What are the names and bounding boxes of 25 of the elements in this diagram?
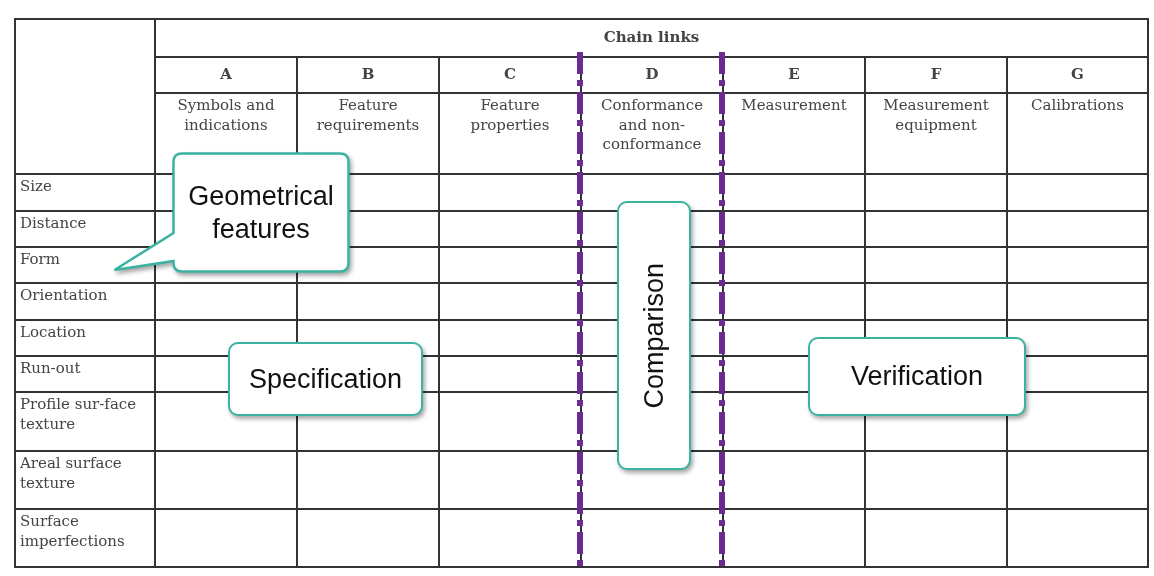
- column-heading: Measurement: [723, 93, 865, 174]
- column-heading: Calibrations: [1007, 93, 1148, 174]
- callout-text: Specification: [248, 362, 403, 396]
- row-heading: Size: [15, 174, 155, 211]
- callout-text: Comparison: [637, 262, 670, 409]
- row-heading: Run-out: [15, 356, 155, 392]
- callout-box: [228, 342, 423, 416]
- row-heading: Profile sur-face texture: [15, 392, 155, 451]
- column-letter: A: [155, 57, 297, 93]
- callout-text: Geometrical features: [187, 180, 335, 245]
- callout-box: [808, 337, 1026, 416]
- speech-bubble: [113, 152, 350, 273]
- table-group-heading: Chain links: [155, 19, 1148, 57]
- row-heading: Areal surface texture: [15, 451, 155, 509]
- column-letter: G: [1007, 57, 1148, 93]
- callout-text: Verification: [850, 360, 984, 393]
- column-heading: Measurement equipment: [865, 93, 1007, 174]
- column-letter: E: [723, 57, 865, 93]
- column-letter: F: [865, 57, 1007, 93]
- row-heading: Surface imperfections: [15, 509, 155, 567]
- column-letter: B: [297, 57, 439, 93]
- row-heading: Distance: [15, 211, 155, 247]
- callout-box: [617, 201, 691, 470]
- row-heading: Location: [15, 320, 155, 356]
- row-heading: Orientation: [15, 283, 155, 320]
